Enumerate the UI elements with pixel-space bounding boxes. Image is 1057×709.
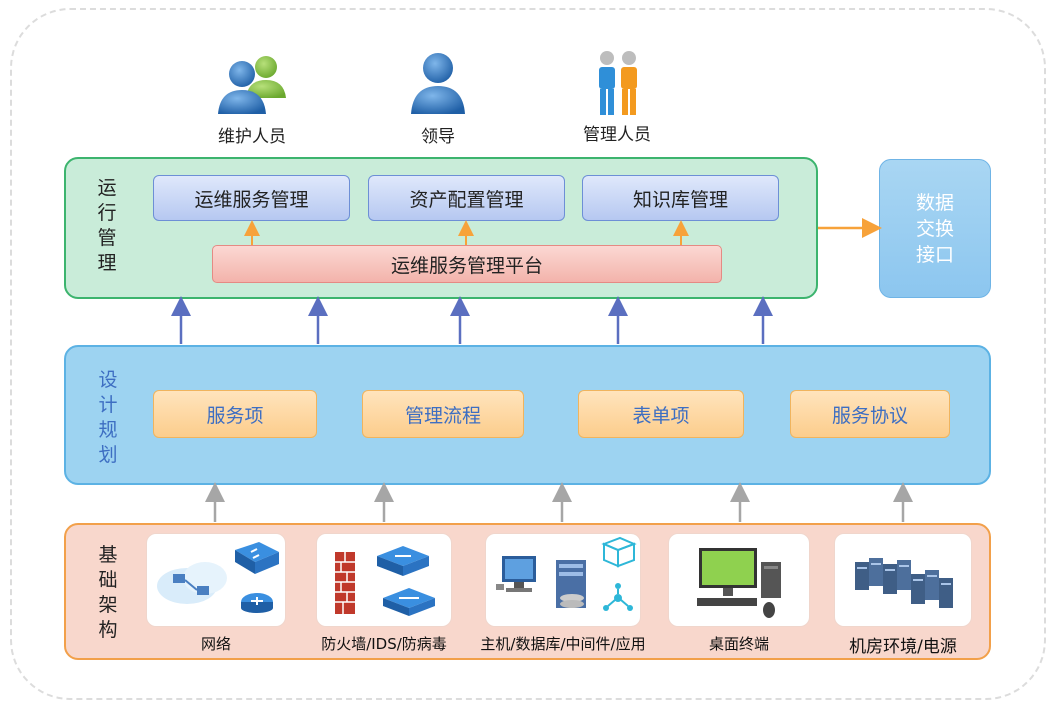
role-leader: 领导 [378,52,498,147]
design-layer-label: 设计规划 [98,369,118,466]
exchange-label: 数据交换接口 [915,191,954,266]
design-process[interactable]: 管理流程 [362,390,524,438]
role-label: 领导 [421,127,455,147]
infra-layer-label: 基础架构 [98,544,118,641]
design-service-agreement[interactable]: 服务协议 [790,390,950,438]
infra-firewall-card [316,533,452,627]
role-maintainer: 维护人员 [192,52,312,147]
role-label: 管理人员 [583,125,651,145]
network-icon [157,542,279,613]
infra-label-desktop: 桌面终端 [708,635,769,653]
infra-label-network: 网络 [200,635,231,653]
role-manager: 管理人员 [557,48,677,145]
figures-icon [599,51,637,115]
module-knowledge-base[interactable]: 知识库管理 [582,175,779,221]
desktop-icon [697,548,781,618]
outer-frame [10,8,1046,700]
two-users-icon [218,56,286,114]
data-exchange-interface[interactable]: 数据交换接口 [879,159,991,298]
server-icon [496,536,637,611]
design-service-item[interactable]: 服务项 [153,390,317,438]
datacenter-icon [855,558,953,608]
design-form-item[interactable]: 表单项 [578,390,744,438]
infra-server-card [485,533,641,627]
infra-datacenter-card [834,533,972,627]
single-user-icon [411,53,465,114]
role-label: 维护人员 [218,127,286,147]
infra-label-firewall: 防火墙/IDS/防病毒 [321,635,447,653]
ops-platform[interactable]: 运维服务管理平台 [212,245,722,283]
infra-label-server: 主机/数据库/中间件/应用 [480,635,646,653]
module-ops-service[interactable]: 运维服务管理 [153,175,350,221]
infra-network-card [146,533,286,627]
firewall-icon [335,546,435,616]
infra-label-datacenter: 机房环境/电源 [849,637,957,657]
infra-desktop-card [668,533,810,627]
ops-layer-label: 运行管理 [97,177,117,274]
module-asset-config[interactable]: 资产配置管理 [368,175,565,221]
